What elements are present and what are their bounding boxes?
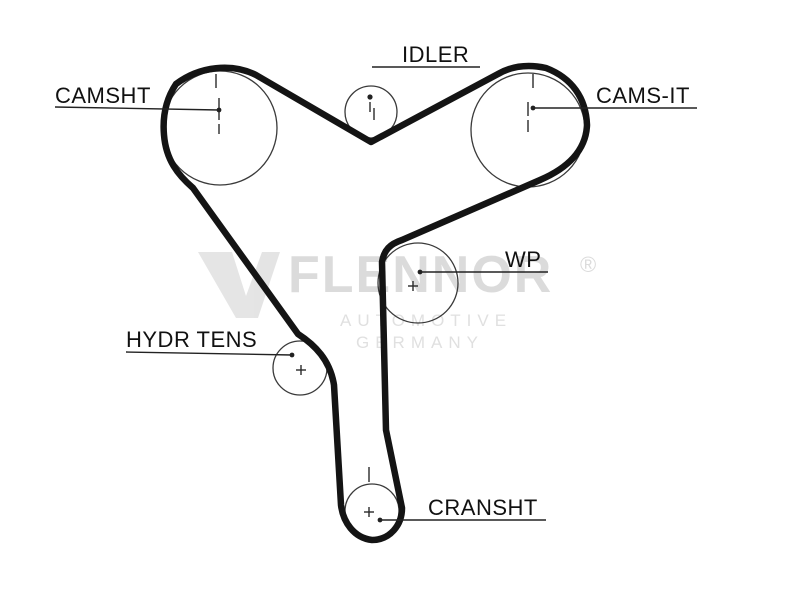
watermark: FLENNOR ® AUTOMOTIVE GERMANY xyxy=(198,246,596,352)
centre-dots xyxy=(216,94,536,523)
timing-belt xyxy=(160,62,591,544)
label-water-pump: WP xyxy=(505,247,541,272)
watermark-logo-icon xyxy=(198,252,280,318)
idler-pulley xyxy=(344,85,398,139)
watermark-line-germany: GERMANY xyxy=(356,333,484,352)
camshaft-left-pulley xyxy=(162,70,278,186)
centre-marks xyxy=(215,74,534,517)
watermark-registered-mark: ® xyxy=(580,252,596,277)
label-camshaft-right: CAMS-IT xyxy=(596,83,690,108)
watermark-brand: FLENNOR xyxy=(288,246,553,304)
water-pump-pulley xyxy=(377,242,459,324)
label-idler: IDLER xyxy=(402,42,469,67)
label-camshaft-left: CAMSHT xyxy=(55,83,151,108)
label-hydraulic-tensioner: HYDR TENS xyxy=(126,327,257,352)
leader-lines xyxy=(54,66,697,521)
watermark-line-automotive: AUTOMOTIVE xyxy=(340,311,512,330)
label-crankshaft: CRANSHT xyxy=(428,495,538,520)
